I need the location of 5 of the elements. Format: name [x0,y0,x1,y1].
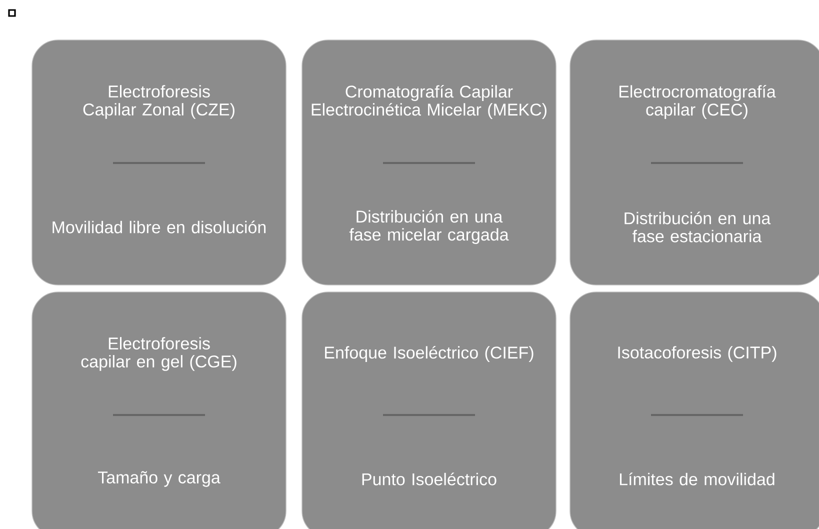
method-box: Electroforesis capilar en gel (CGE) Tamaño y carga [32,292,286,529]
method-box: Electrocromatografía capilar (CEC) Distribución en una fase estacionaria [570,40,819,286]
method-box: Enfoque Isoeléctrico (CIEF) Punto Isoeléctrico [302,292,556,529]
method-box: Isotacoforesis (CITP) Límites de movilidad [570,292,819,529]
method-box: Cromatografía Capilar Electrocinética Micelar (MEKC) Distribución en una fase micelar cargada [302,40,556,286]
